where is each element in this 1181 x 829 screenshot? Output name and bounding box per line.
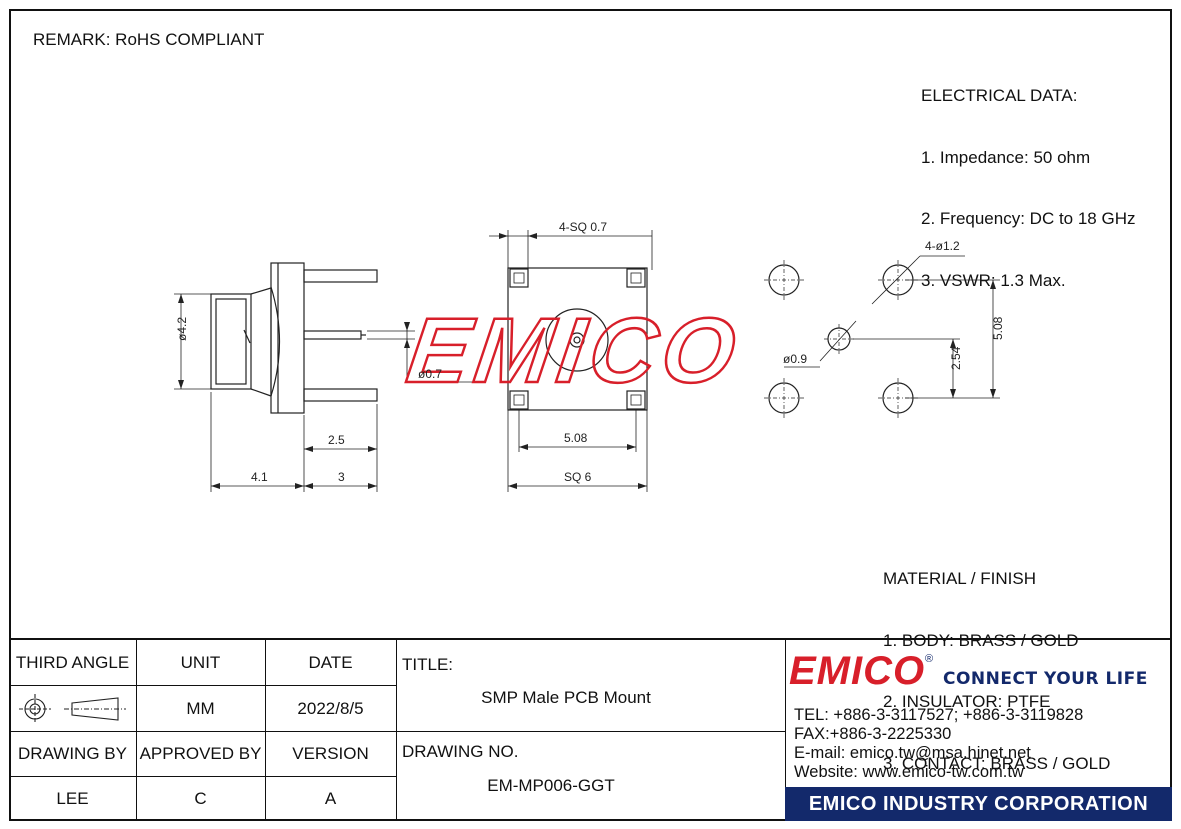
electrical-data-block: ELECTRICAL DATA: 1. Impedance: 50 ohm 2.… bbox=[921, 45, 1135, 312]
insulator-circle bbox=[545, 308, 609, 372]
company-slogan: CONNECT YOUR LIFE bbox=[943, 669, 1148, 689]
version-label: VERSION bbox=[292, 744, 369, 763]
dim-5-08-vertical: 5.08 bbox=[991, 316, 1005, 340]
title-label: TITLE: bbox=[402, 655, 454, 674]
fax-text: FAX:+886-3-2225330 bbox=[794, 725, 952, 743]
dim-sq-6: SQ 6 bbox=[564, 470, 592, 484]
material-finish-block: MATERIAL / FINISH 1. BODY: BRASS / GOLD … bbox=[883, 528, 1110, 795]
dim-4-holes-1-2: 4-ø1.2 bbox=[925, 239, 960, 253]
connector-inner bbox=[215, 298, 247, 385]
remark-text: REMARK: RoHS COMPLIANT bbox=[33, 30, 265, 49]
dim-4-1: 4.1 bbox=[251, 470, 268, 484]
dim-2-54: 2.54 bbox=[949, 346, 963, 370]
center-pin bbox=[303, 330, 362, 340]
drawing-frame bbox=[9, 9, 1172, 821]
dim-5-08: 5.08 bbox=[564, 431, 588, 445]
website-text: Website: www.emico-tw.com.tw bbox=[794, 763, 1024, 781]
version-value: A bbox=[324, 789, 337, 808]
contact-block: TEL: +886-3-3117527; +886-3-3119828 FAX:… bbox=[794, 706, 1083, 782]
side-dimensions bbox=[174, 293, 475, 492]
material-line: 3. CONTACT: BRASS / GOLD bbox=[883, 753, 1111, 773]
material-line: 1. BODY: BRASS / GOLD bbox=[883, 630, 1079, 650]
electrical-line: 2. Frequency: DC to 18 GHz bbox=[921, 209, 1136, 228]
drawing-by-value: LEE bbox=[56, 789, 89, 808]
dim-2-5: 2.5 bbox=[328, 433, 345, 447]
unit-value: MM bbox=[186, 698, 215, 718]
dim-4-sq-0-7: 4-SQ 0.7 bbox=[559, 220, 607, 234]
emico-watermark: EMICO bbox=[402, 298, 748, 401]
electrical-heading: ELECTRICAL DATA: bbox=[921, 86, 1078, 105]
email-text: E-mail: emico.tw@msa.hinet.net bbox=[794, 744, 1031, 762]
electrical-line: 1. Impedance: 50 ohm bbox=[921, 147, 1091, 167]
pcb-layout bbox=[768, 264, 914, 414]
arrowheads bbox=[178, 233, 996, 489]
third-angle-label: THIRD ANGLE bbox=[15, 652, 130, 672]
flange bbox=[270, 262, 305, 414]
front-view bbox=[507, 267, 648, 411]
hole-centerlines bbox=[764, 260, 918, 418]
dim-3: 3 bbox=[338, 470, 345, 484]
drawing-no-value: EM-MP006-GGT bbox=[487, 776, 615, 795]
drawing-no-label: DRAWING NO. bbox=[402, 742, 519, 761]
date-label: DATE bbox=[308, 652, 353, 672]
telephone-text: TEL: +886-3-3117527; +886-3-3119828 bbox=[794, 706, 1084, 724]
front-dimensions bbox=[489, 230, 653, 492]
unit-label: UNIT bbox=[180, 652, 221, 672]
side-view bbox=[210, 262, 378, 414]
material-heading: MATERIAL / FINISH bbox=[883, 569, 1037, 588]
title-block bbox=[9, 638, 1172, 821]
material-line: 2. INSULATOR: PTFE bbox=[883, 692, 1051, 711]
title-value: SMP Male PCB Mount bbox=[481, 688, 651, 707]
approved-by-label: APPROVED BY bbox=[139, 744, 262, 763]
approved-by-value: C bbox=[194, 789, 207, 808]
company-name-banner: EMICO INDUSTRY CORPORATION bbox=[785, 787, 1172, 821]
third-angle-projection-icon bbox=[19, 694, 126, 724]
pcb-leg-top bbox=[303, 269, 378, 283]
dim-diameter-0-9: ø0.9 bbox=[783, 352, 807, 366]
date-value: 2022/8/5 bbox=[297, 698, 364, 718]
emico-logo: EMICO bbox=[789, 649, 926, 693]
dim-diameter-4-2: ø4.2 bbox=[175, 317, 189, 341]
pcb-dimensions bbox=[784, 255, 1000, 399]
registered-mark: ® bbox=[925, 653, 934, 665]
drawing-by-label: DRAWING BY bbox=[18, 744, 127, 763]
dim-diameter-0-7: ø0.7 bbox=[418, 367, 442, 381]
square-flange bbox=[507, 267, 648, 411]
connector-body bbox=[210, 293, 252, 390]
pcb-leg-bottom bbox=[303, 388, 378, 402]
